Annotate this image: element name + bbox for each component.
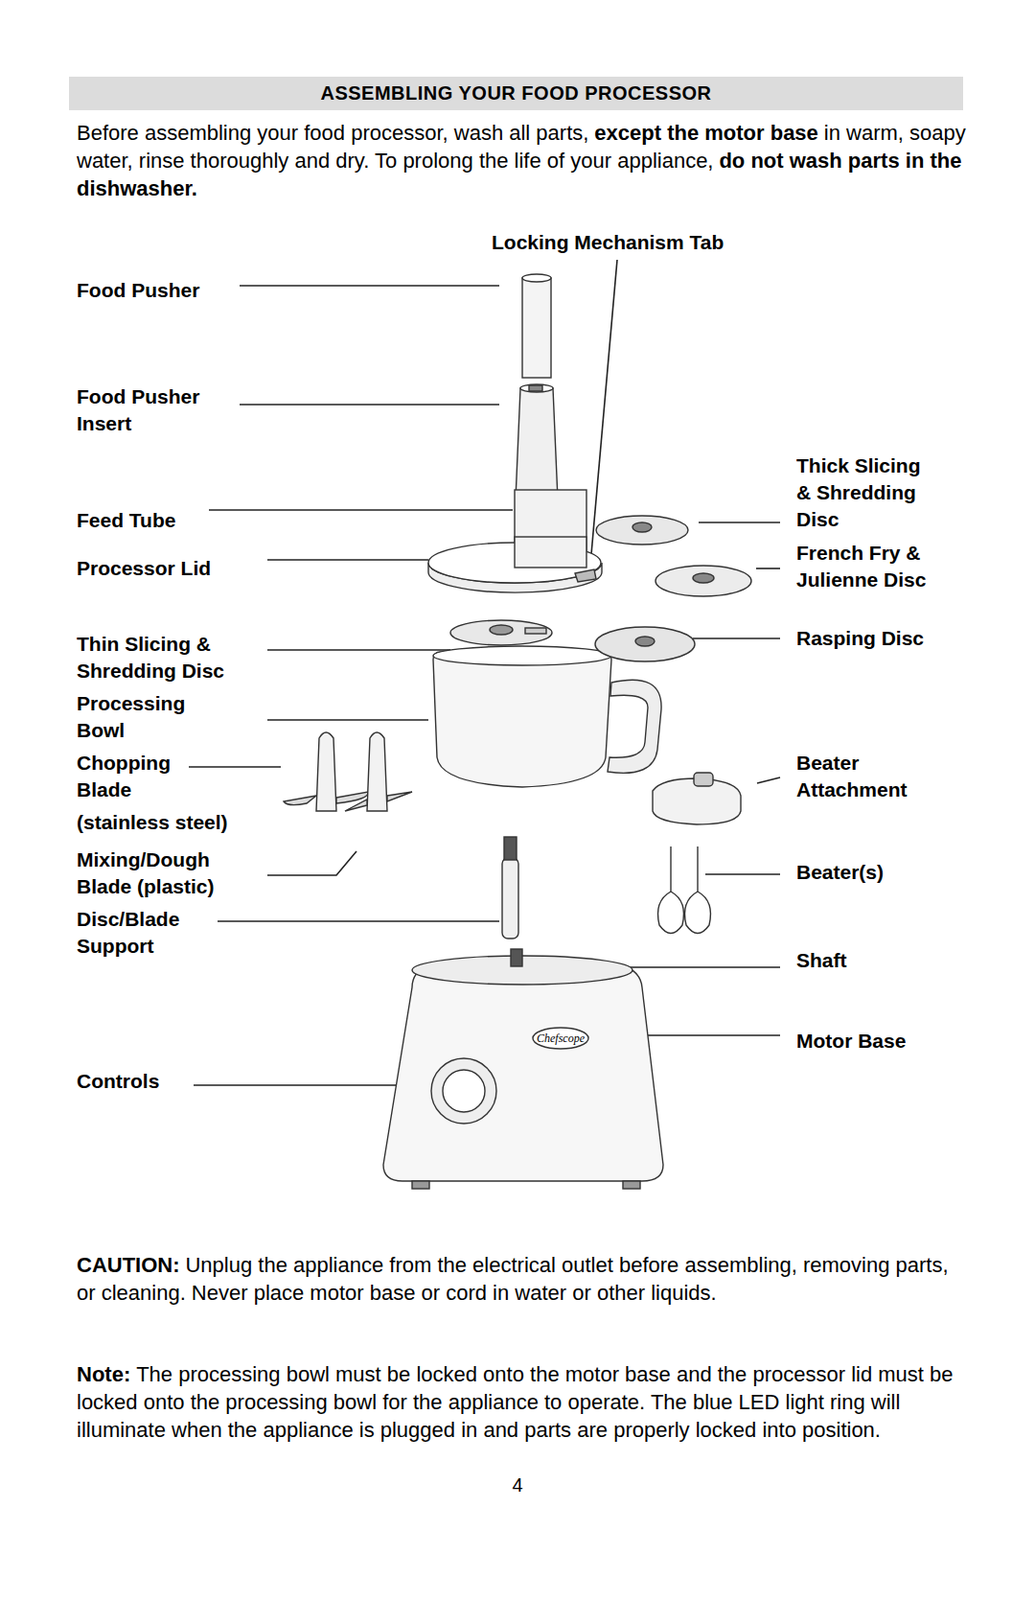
brand-logo: Chefscope xyxy=(536,1031,585,1046)
part-label: Processor Lid xyxy=(76,554,259,582)
header-band xyxy=(69,76,964,111)
body-text: Before assembling your food processor, w… xyxy=(76,120,589,145)
part-label: Beater Attachment xyxy=(796,749,941,804)
part-label: French Fry & Julienne Disc xyxy=(796,539,955,594)
parts-drawing xyxy=(283,274,752,1189)
part-label: Beater(s) xyxy=(796,858,989,886)
leader-lines xyxy=(188,259,781,1085)
body-text: The processing bowl must be locked onto … xyxy=(76,1361,954,1442)
part-label: Locking Mechanism Tab xyxy=(491,229,741,256)
part-label: Thin Slicing & Shredding Disc xyxy=(76,630,259,685)
intro-paragraph: Before assembling your food processor, w… xyxy=(76,118,968,203)
part-label: Disc/Blade Support xyxy=(76,905,207,960)
bold-text: Note: xyxy=(76,1361,131,1386)
bold-text: CAUTION: xyxy=(76,1252,181,1277)
part-label: Controls xyxy=(76,1067,187,1095)
part-label: Shaft xyxy=(796,946,989,974)
part-label: Food Pusher Insert xyxy=(76,383,219,437)
part-label: (stainless steel) xyxy=(76,808,269,836)
part-label: Thick Slicing & Shredding Disc xyxy=(796,452,939,533)
page-number: 4 xyxy=(511,1473,523,1496)
part-label: Food Pusher xyxy=(76,276,230,304)
caution-paragraph: CAUTION:Unplug the appliance from the el… xyxy=(76,1250,968,1307)
body-text: Unplug the appliance from the electrical… xyxy=(76,1252,949,1305)
part-label: Motor Base xyxy=(796,1027,989,1055)
part-label: Rasping Disc xyxy=(796,624,989,652)
section-title: ASSEMBLING YOUR FOOD PROCESSOR xyxy=(69,76,964,111)
part-label: Feed Tube xyxy=(76,506,202,534)
part-label: Chopping Blade xyxy=(76,749,183,804)
note-paragraph: Note:The processing bowl must be locked … xyxy=(76,1359,968,1444)
bold-text: except the motor base xyxy=(594,120,819,145)
part-label: Mixing/Dough Blade (plastic) xyxy=(76,846,254,900)
part-label: Processing Bowl xyxy=(76,690,211,744)
